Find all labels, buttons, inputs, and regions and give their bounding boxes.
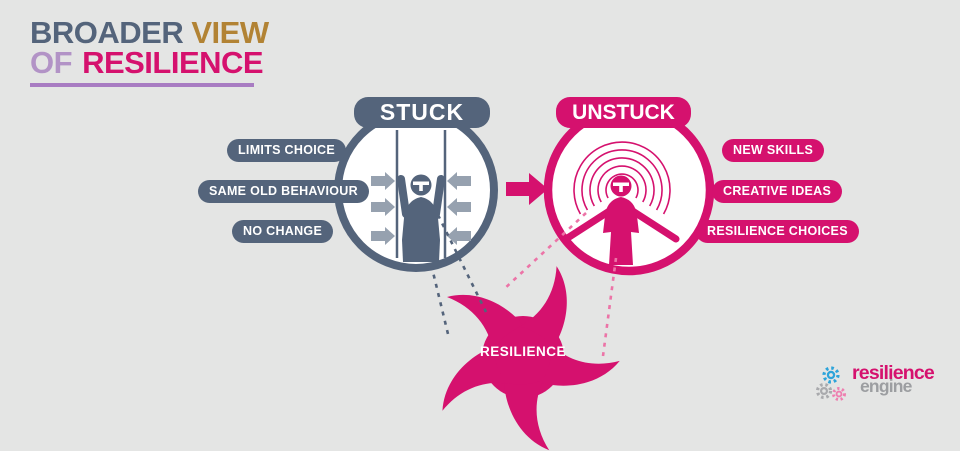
gear-pink-icon (832, 387, 846, 401)
title-line-1: BROADER VIEW (30, 15, 269, 50)
inward-arrows-icon (371, 172, 471, 245)
person-squeezed-icon (397, 174, 445, 262)
stuck-tab-label: STUCK (354, 97, 490, 128)
unstuck-tab-label: UNSTUCK (556, 97, 691, 128)
stuck-circle (334, 108, 498, 272)
title-word-view: VIEW (191, 15, 269, 50)
unstuck-pill-resilience-choices: RESILIENCE CHOICES (696, 220, 859, 243)
title-underline (30, 83, 254, 87)
unstuck-pill-creative-ideas: CREATIVE IDEAS (712, 180, 843, 203)
gear-blue-icon (822, 366, 840, 384)
resilience-vortex-icon (442, 266, 620, 451)
gear-gray-icon (816, 382, 833, 400)
title-word-of: OF (30, 45, 73, 80)
title-word-broader: BROADER (30, 15, 184, 50)
title-line-2: OF RESILIENCE (30, 45, 269, 80)
gears-icon (816, 366, 846, 401)
right-arrow-icon (506, 173, 548, 205)
stuck-pill-limits-choice: LIMITS CHOICE (227, 139, 346, 162)
title-word-resilience: RESILIENCE (82, 45, 264, 80)
unstuck-circle (543, 104, 715, 276)
connector-dashed-lines (416, 209, 618, 357)
logo-text: resilience engine (852, 362, 935, 396)
unstuck-pill-new-skills: NEW SKILLS (722, 139, 825, 162)
stuck-pill-no-change: NO CHANGE (232, 220, 334, 243)
radiating-ripples-icon (573, 141, 671, 215)
stuck-face-icon (412, 181, 429, 191)
page-title: BROADER VIEW OF RESILIENCE (30, 15, 269, 80)
stuck-to-swirl-dash-1 (416, 209, 450, 335)
logo-word-resilience: resilience (852, 362, 935, 384)
unstuck-face-icon (613, 182, 629, 192)
person-open-arms-icon (562, 175, 680, 265)
stuck-pill-same-old-behaviour: SAME OLD BEHAVIOUR (198, 180, 369, 203)
logo-word-engine: engine (860, 376, 912, 396)
resilience-engine-logo: resilience engine (816, 362, 935, 406)
unstuck-to-swirl-dash-2 (601, 257, 618, 357)
swirl-label: RESILIENCE (479, 344, 566, 359)
